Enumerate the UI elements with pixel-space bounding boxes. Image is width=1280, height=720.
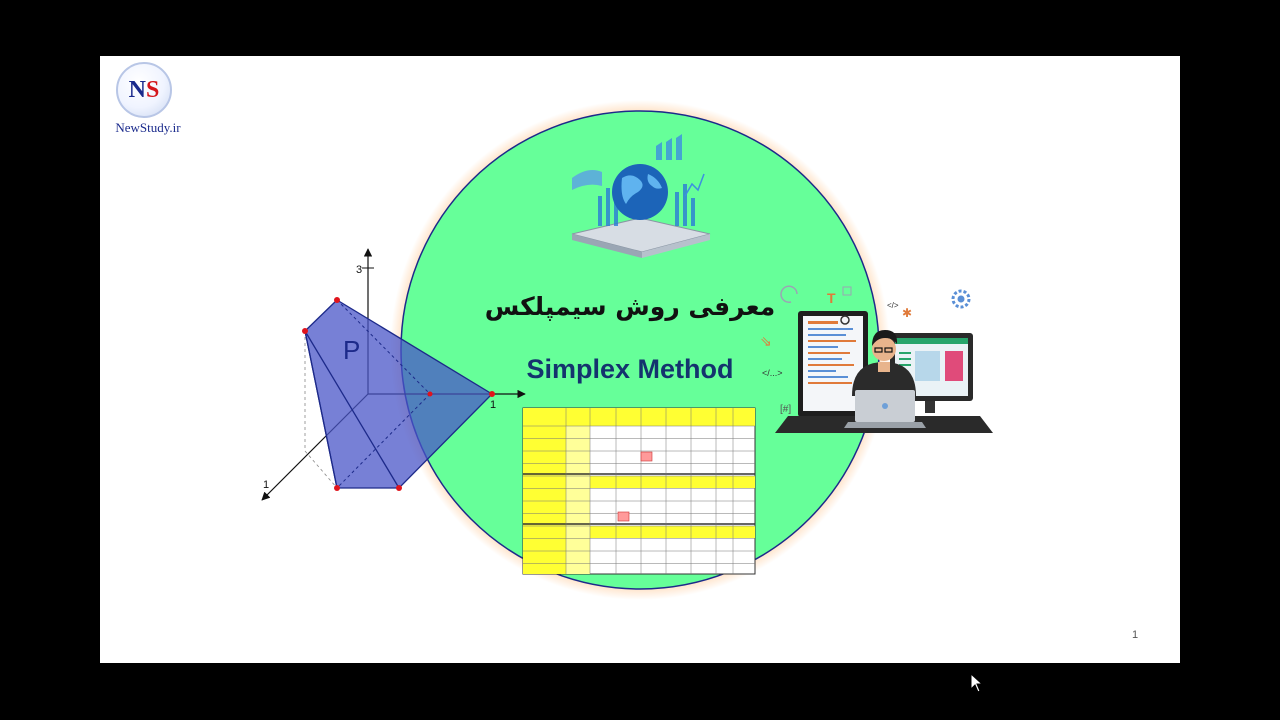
globe-chart-icon [571, 134, 711, 258]
code-brackets-icon: </...> [762, 368, 783, 378]
vertex [489, 391, 495, 397]
vertex [427, 391, 433, 397]
polytope-shape [304, 299, 494, 489]
slide-title-english: Simplex Method [526, 354, 734, 384]
logo-badge: NS [116, 62, 172, 118]
slide-title-persian: معرفی روش سیمپلکس [484, 292, 776, 321]
code-tag-icon: </> [887, 301, 899, 310]
developer-desk-icon: T </> ✱ ⇘ </...> [#] [760, 285, 993, 433]
gear-icon [951, 289, 971, 309]
pivot-cell [617, 511, 630, 522]
simplex-tableau [522, 407, 756, 575]
small-gear-icon [840, 315, 850, 325]
refresh-icon [780, 285, 798, 303]
person-body [852, 362, 916, 396]
hash-icon: [#] [780, 404, 791, 415]
vertex [334, 485, 340, 491]
person-head [872, 337, 896, 361]
newstudy-logo: NS NewStudy.ir [108, 62, 188, 135]
tableau-row-column [566, 426, 590, 574]
asterisk-icon: ✱ [902, 306, 912, 320]
polytope-label: P [343, 335, 360, 365]
vertex [334, 297, 340, 303]
cursor-arrow-icon [970, 673, 984, 693]
axis-tick-1-left: 1 [263, 479, 269, 491]
text-tool-icon: T [827, 290, 836, 306]
logo-site-text: NewStudy.ir [115, 120, 181, 135]
pivot-cell [640, 451, 653, 462]
axis-tick-1-right: 1 [490, 399, 496, 411]
tableau-basis-column [523, 426, 566, 574]
tableau-header-row [523, 408, 755, 426]
slide-graphics: P 3 1 1 [261, 100, 993, 600]
vertex [396, 485, 402, 491]
arrow-swap-icon: ⇘ [760, 333, 772, 349]
polytope-diagram: P 3 1 1 [261, 248, 526, 501]
vertex [302, 328, 308, 334]
slide: NS NewStudy.ir [100, 56, 1180, 663]
page-number: 1 [1132, 629, 1139, 641]
axis-tick-3: 3 [356, 264, 362, 276]
